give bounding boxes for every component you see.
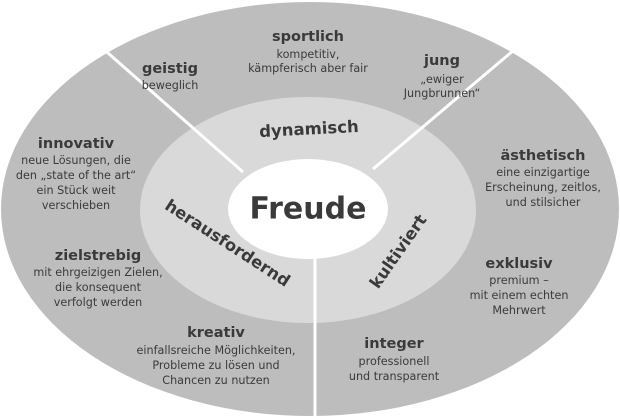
item-desc-line: „ewiger bbox=[420, 73, 464, 86]
item-kreativ: kreativ einfallsreiche Möglichkeiten, Pr… bbox=[137, 325, 296, 387]
item-desc-line: die konsequent bbox=[55, 281, 142, 294]
item-desc-line: beweglich bbox=[142, 79, 199, 92]
item-integer: integer professionell und transparent bbox=[349, 336, 440, 383]
item-desc-line: verschieben bbox=[42, 199, 110, 212]
item-desc-line: kompetitiv, bbox=[277, 48, 340, 61]
item-desc-line: Chancen zu nutzen bbox=[162, 374, 269, 387]
item-term: innovativ bbox=[38, 136, 115, 152]
item-exklusiv: exklusiv premium – mit einem echten Mehr… bbox=[470, 256, 569, 317]
item-term: jung bbox=[423, 53, 460, 69]
item-innovativ: innovativ neue Lösungen, die den „state … bbox=[16, 136, 136, 212]
item-sportlich: sportlich kompetitiv, kämpferisch aber f… bbox=[248, 29, 368, 75]
item-desc-line: kämpferisch aber fair bbox=[248, 62, 368, 75]
item-desc-line: mit einem echten bbox=[470, 289, 569, 302]
item-desc-line: ein Stück weit bbox=[37, 184, 117, 197]
item-term: integer bbox=[364, 336, 424, 352]
item-aesthetisch: ästhetisch eine einzigartige Erscheinung… bbox=[485, 148, 601, 209]
center-ellipse bbox=[228, 159, 388, 259]
item-desc-line: eine einzigartige bbox=[496, 166, 590, 179]
item-desc-line: einfallsreiche Möglichkeiten, bbox=[137, 344, 296, 357]
item-desc-line: premium – bbox=[489, 274, 549, 287]
item-term: geistig bbox=[142, 61, 198, 77]
item-desc-line: mit ehrgeizigen Zielen, bbox=[33, 266, 162, 279]
item-term: exklusiv bbox=[485, 256, 553, 272]
center-label: Freude bbox=[250, 192, 367, 227]
item-desc-line: professionell bbox=[359, 355, 430, 368]
item-term: ästhetisch bbox=[501, 148, 586, 164]
divider-outer-top-right bbox=[372, 48, 515, 171]
item-geistig: geistig beweglich bbox=[142, 61, 199, 92]
item-desc-line: Probleme zu lösen und bbox=[152, 359, 279, 372]
item-term: kreativ bbox=[187, 325, 245, 341]
item-desc-line: und stilsicher bbox=[506, 196, 581, 209]
item-term: sportlich bbox=[272, 29, 344, 45]
item-desc-line: Jungbrunnen“ bbox=[403, 87, 481, 100]
item-desc-line: verfolgt werden bbox=[54, 296, 143, 309]
item-desc-line: und transparent bbox=[349, 370, 440, 383]
item-desc-line: Mehrwert bbox=[492, 304, 546, 317]
divider-outer-top-left bbox=[99, 44, 244, 174]
item-term: zielstrebig bbox=[55, 248, 142, 264]
item-jung: jung „ewiger Jungbrunnen“ bbox=[403, 53, 481, 100]
item-desc-line: neue Lösungen, die bbox=[21, 154, 131, 167]
item-desc-line: den „state of the art“ bbox=[16, 169, 136, 182]
item-desc-line: Erscheinung, zeitlos, bbox=[485, 181, 601, 194]
item-zielstrebig: zielstrebig mit ehrgeizigen Zielen, die … bbox=[33, 248, 162, 309]
